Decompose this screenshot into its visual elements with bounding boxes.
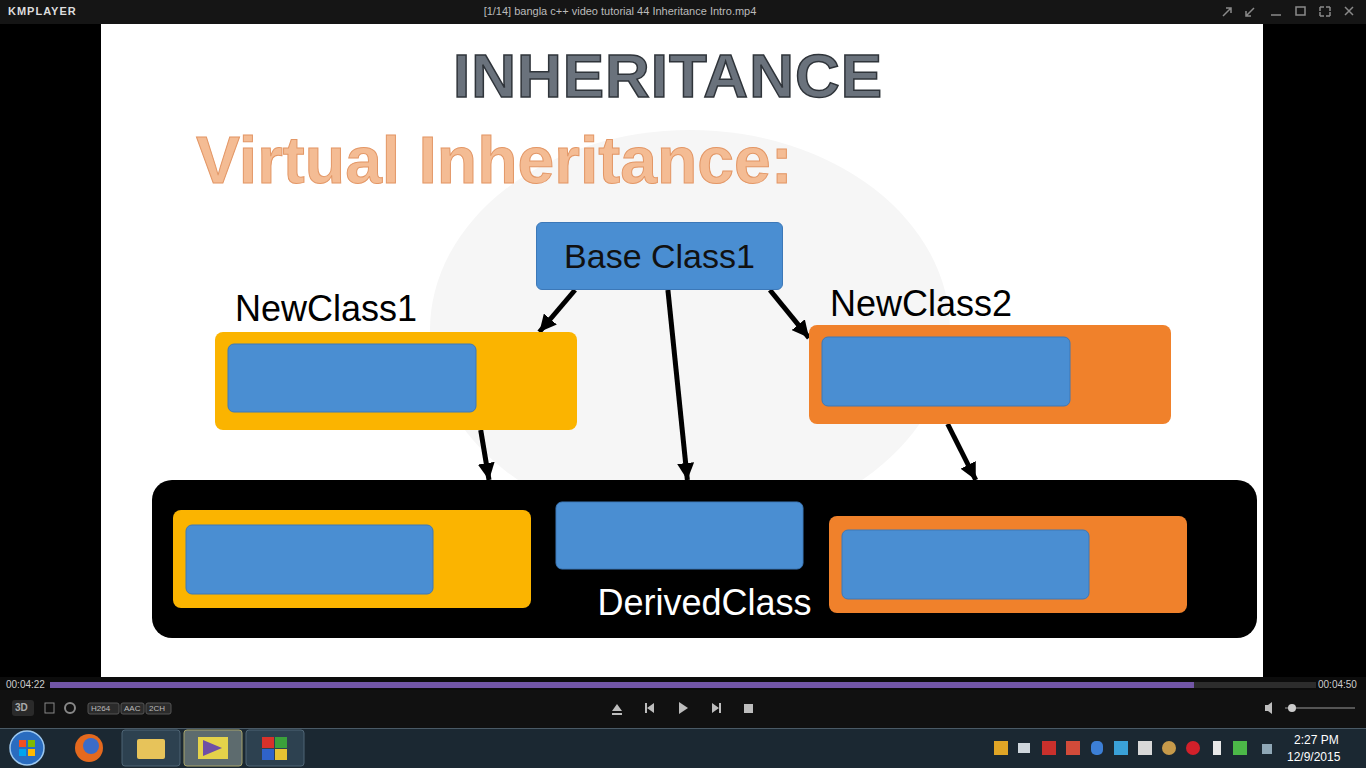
taskbar-button (122, 730, 180, 766)
tray-icon (1262, 744, 1272, 754)
class-box-shape (215, 332, 577, 430)
taskbar-button (246, 730, 304, 766)
volume-icon (1265, 702, 1272, 714)
codec-badge (146, 703, 171, 714)
volume-knob (1288, 704, 1296, 712)
app-icon (262, 749, 274, 760)
window-buttons (1223, 7, 1353, 16)
tray-icon (1091, 741, 1103, 755)
class-name: Base Class1 (564, 237, 755, 276)
tray-icon (1162, 741, 1176, 755)
start-button (10, 731, 44, 765)
base-part-box (556, 502, 803, 569)
tray-icon (1114, 741, 1128, 755)
volume-track (1285, 707, 1355, 709)
class-heading: NewClass1 (235, 288, 577, 329)
inheritance-arrow (481, 430, 489, 480)
codec-label: AAC (124, 704, 140, 713)
tray-icon (1042, 741, 1056, 755)
3d-label: 3D (15, 702, 28, 714)
stop-icon (744, 704, 753, 713)
mini-button (1246, 8, 1254, 16)
codec-badge (121, 703, 144, 714)
inheritance-arrow (948, 424, 976, 480)
tray-icons (994, 741, 1272, 755)
seek-progress (50, 682, 1194, 688)
tray-icon (1018, 743, 1030, 753)
firefox-icon (75, 734, 103, 762)
start-logo (28, 749, 35, 756)
tray-icon (1233, 741, 1247, 755)
base-part-box (822, 337, 1070, 406)
pin-button (1223, 8, 1231, 16)
start-logo (28, 740, 35, 747)
tray-icon (994, 741, 1008, 755)
total-time: 00:04:50 (1318, 679, 1357, 691)
codec-label: 2CH (149, 704, 165, 713)
app-icon (275, 749, 287, 760)
new-class-part-box (829, 516, 1187, 613)
app-icon (275, 737, 287, 748)
base-class-box: Base Class1 (536, 222, 783, 290)
inheritance-arrow (770, 290, 809, 338)
new-class-box: NewClass2 (809, 283, 1171, 424)
taskbar-edge (0, 728, 1366, 729)
app-icon (262, 737, 274, 748)
taskbar (0, 728, 1366, 768)
clock-date: 12/9/2015 (1287, 750, 1340, 764)
minimize-button (1271, 14, 1281, 16)
inheritance-arrow (668, 290, 687, 480)
start-logo (19, 749, 26, 756)
start-logo (19, 740, 26, 747)
tray-icon (1138, 741, 1152, 755)
codec-label: H264 (91, 704, 110, 713)
maximize-button (1296, 7, 1305, 15)
kmplayer-icon (203, 740, 222, 756)
tray-icon (1066, 741, 1080, 755)
next-icon (712, 703, 721, 713)
title-bar (0, 0, 1366, 24)
elapsed-time: 00:04:22 (6, 679, 45, 691)
new-class-box: NewClass1 (215, 288, 577, 430)
video-frame (101, 24, 1263, 677)
base-part-box (186, 525, 433, 594)
folder-icon (137, 739, 165, 759)
seek-area (0, 677, 1366, 690)
class-box-shape (809, 325, 1171, 424)
base-part-box (842, 530, 1089, 599)
slide-subtitle: Virtual Inheritance: (196, 122, 793, 198)
kmplayer-icon (198, 737, 228, 759)
codec-badge (88, 703, 119, 714)
seek-track (50, 682, 1316, 688)
new-class-part-box (173, 510, 531, 608)
clock-time: 2:27 PM (1294, 733, 1339, 747)
close-button (1345, 7, 1353, 15)
play-icon (679, 702, 688, 714)
eject-icon (612, 704, 622, 715)
settings-icon (65, 703, 75, 713)
3d-button (12, 700, 34, 716)
slide-title: INHERITANCE (368, 40, 968, 111)
derived-class-box: DerivedClass (152, 480, 1257, 638)
inheritance-arrow (539, 290, 575, 332)
tray-icon (1213, 741, 1221, 755)
playlist-icon (45, 703, 54, 713)
tray-icon (1186, 741, 1200, 755)
app-name: KMPLAYER (8, 5, 77, 18)
previous-icon (645, 703, 654, 713)
control-bar (0, 690, 1366, 728)
firefox-icon (83, 738, 99, 754)
window-title: [1/14] bangla c++ video tutorial 44 Inhe… (300, 5, 940, 18)
taskbar-button (184, 730, 242, 766)
playback-controls (612, 702, 1272, 715)
base-part-box (228, 344, 476, 412)
class-name: DerivedClass (152, 582, 1257, 623)
class-heading: NewClass2 (830, 283, 1171, 324)
fullscreen-button (1320, 7, 1330, 16)
